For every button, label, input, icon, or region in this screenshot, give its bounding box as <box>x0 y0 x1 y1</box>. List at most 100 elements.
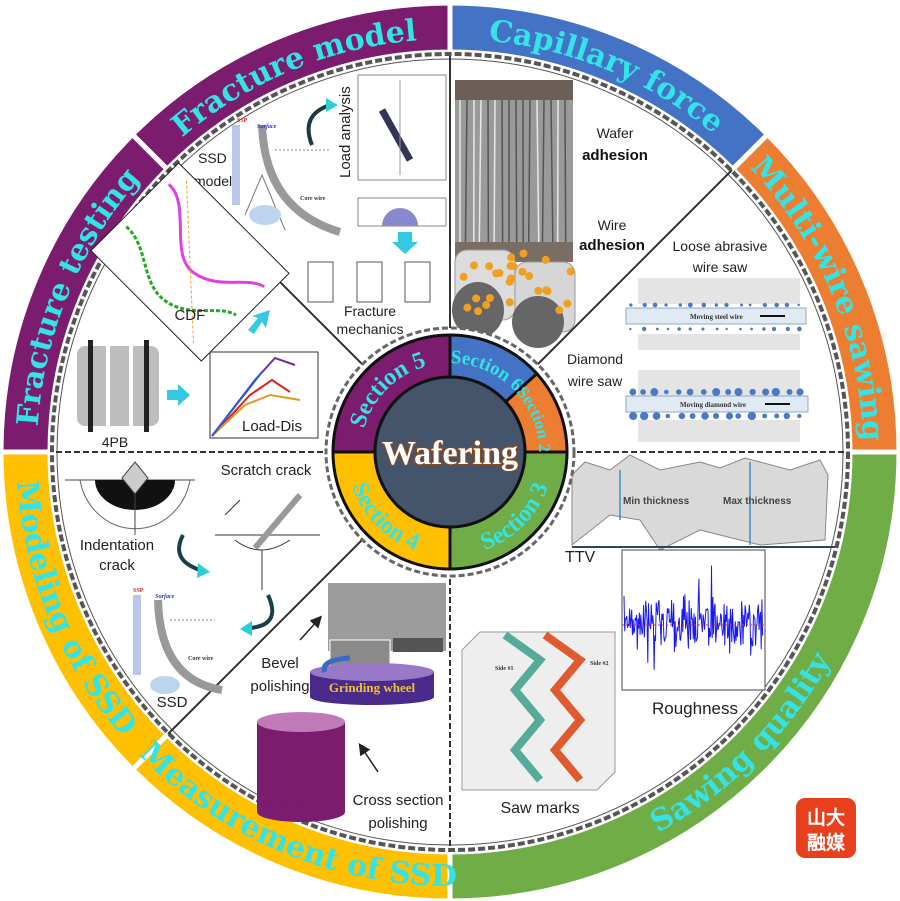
abrasive-dot <box>629 411 638 421</box>
abrasive-dot <box>687 302 693 308</box>
abrasive-dot <box>652 302 658 308</box>
load-pin-2 <box>129 340 133 432</box>
abrasive-dot <box>640 389 646 395</box>
cdf-chart: CDF <box>90 162 290 362</box>
right-arrow-icon <box>167 384 190 406</box>
abrasive-dot <box>784 302 790 308</box>
wafer-slice <box>541 99 545 243</box>
abrasive-dot <box>748 303 752 307</box>
abrasive-particle <box>485 262 494 271</box>
cdf-fit <box>185 180 195 344</box>
cdf-label: CDF <box>174 307 205 324</box>
wafer-slice <box>493 99 496 243</box>
load-bar <box>378 108 414 162</box>
wire-end-2 <box>512 296 564 348</box>
four-point-bending-figure <box>77 340 159 432</box>
wafer-specimen <box>77 346 159 426</box>
abrasive-dot <box>665 413 671 419</box>
specimen-mode-3 <box>404 261 431 303</box>
load-pin-1 <box>106 340 110 432</box>
load-analysis-diagram <box>357 74 447 227</box>
abrasive-particles <box>459 249 575 316</box>
max-thickness-label: Max thickness <box>723 496 792 507</box>
core-wire-arc <box>154 599 223 694</box>
load-dis-curve-4 <box>211 371 263 437</box>
abrasive-dot <box>666 327 670 331</box>
abrasive-dot <box>797 303 800 307</box>
abrasive-particle <box>470 261 479 270</box>
abrasive-dot <box>629 303 633 307</box>
abrasive-dot <box>712 412 720 420</box>
crack-zone <box>249 205 281 225</box>
abrasive-dot <box>664 389 669 395</box>
wafer-slice <box>550 99 554 243</box>
sem-caption <box>393 638 443 652</box>
abrasive-dot <box>771 326 777 332</box>
wafer-slice <box>478 99 482 243</box>
up-left-arrow-icon <box>248 310 270 334</box>
center-title: Wafering <box>382 435 518 472</box>
fracture-mechanics-figure <box>307 261 431 303</box>
side2-label: Side #2 <box>590 661 609 667</box>
abrasive-particle <box>566 267 575 276</box>
curved-arrow-icon <box>177 534 201 572</box>
center-disk <box>373 375 527 529</box>
wafer-adhesion-photo <box>455 80 573 262</box>
abrasive-dot <box>762 388 770 396</box>
specimen-cylinder-top <box>257 712 345 732</box>
crack-zone <box>150 676 180 694</box>
4pb-label: 4PB <box>102 434 128 450</box>
abrasive-dot <box>725 389 732 395</box>
abrasive-particle <box>563 299 572 308</box>
abrasive-dot <box>797 413 802 419</box>
wafer-lines <box>459 99 567 243</box>
logo-text-line1: 山大 <box>807 806 845 829</box>
fracture-model-panel: SSP Surface Core wire SSD model Load ana… <box>194 74 447 337</box>
logo: 山大 融媒 <box>796 798 856 858</box>
abrasive-particle <box>474 307 483 316</box>
abrasive-particle <box>507 274 516 283</box>
ssp-label: SSP <box>133 588 144 594</box>
measurement-panel: Bevel polishing Grinding wheel Cross sec… <box>250 583 446 832</box>
ssd-label: SSD <box>157 694 188 711</box>
wire-adhesion-label-line1: Wire <box>598 217 627 233</box>
diamond-wire-saw-label-line2: wire saw <box>567 373 623 389</box>
curved-arrow-head-icon <box>240 621 252 636</box>
sawing-quality-panel: Min thickness Max thickness TTV Roughnes… <box>461 454 835 817</box>
workpiece-2 <box>638 334 800 350</box>
abrasive-dot <box>642 302 647 308</box>
abrasive-dot <box>677 327 681 331</box>
abrasive-dot <box>664 303 668 307</box>
curved-arrow-head-icon <box>197 563 210 578</box>
abrasive-dot <box>774 413 780 419</box>
abrasive-dot <box>735 413 742 419</box>
core-wire-label: Core wire <box>300 196 326 202</box>
abrasive-particle <box>542 286 551 295</box>
wafer-adhesion-label-line1: Wafer <box>597 125 634 141</box>
abrasive-particle <box>534 286 543 295</box>
abrasive-dot <box>797 326 802 332</box>
abrasive-particle <box>518 267 527 276</box>
abrasive-dot <box>701 302 707 308</box>
abrasive-particle <box>459 272 468 281</box>
abrasive-dot <box>725 412 734 420</box>
ssd-model-label-line1: SSD <box>198 150 227 166</box>
logo-badge <box>796 798 856 858</box>
load-box <box>357 74 447 181</box>
loose-abrasive-label-line2: wire saw <box>692 259 748 275</box>
abrasive-dot <box>652 412 661 420</box>
abrasive-particle <box>472 294 481 303</box>
specimen-mode-1 <box>307 261 334 303</box>
cross-section-label-line2: polishing <box>368 815 427 832</box>
saw-marks-figure: Side #1 Side #2 <box>461 631 616 791</box>
workpiece-4 <box>638 420 800 442</box>
abrasive-dot <box>774 302 779 308</box>
abrasive-dot <box>725 327 728 331</box>
abrasive-dot <box>762 302 767 308</box>
indentation-figure <box>65 461 195 535</box>
scratch-crack-label: Scratch crack <box>221 462 312 479</box>
rotation-arrow-icon <box>321 655 351 673</box>
wire-adhesion-figure <box>452 249 576 348</box>
saw-marks-side1 <box>502 631 546 783</box>
